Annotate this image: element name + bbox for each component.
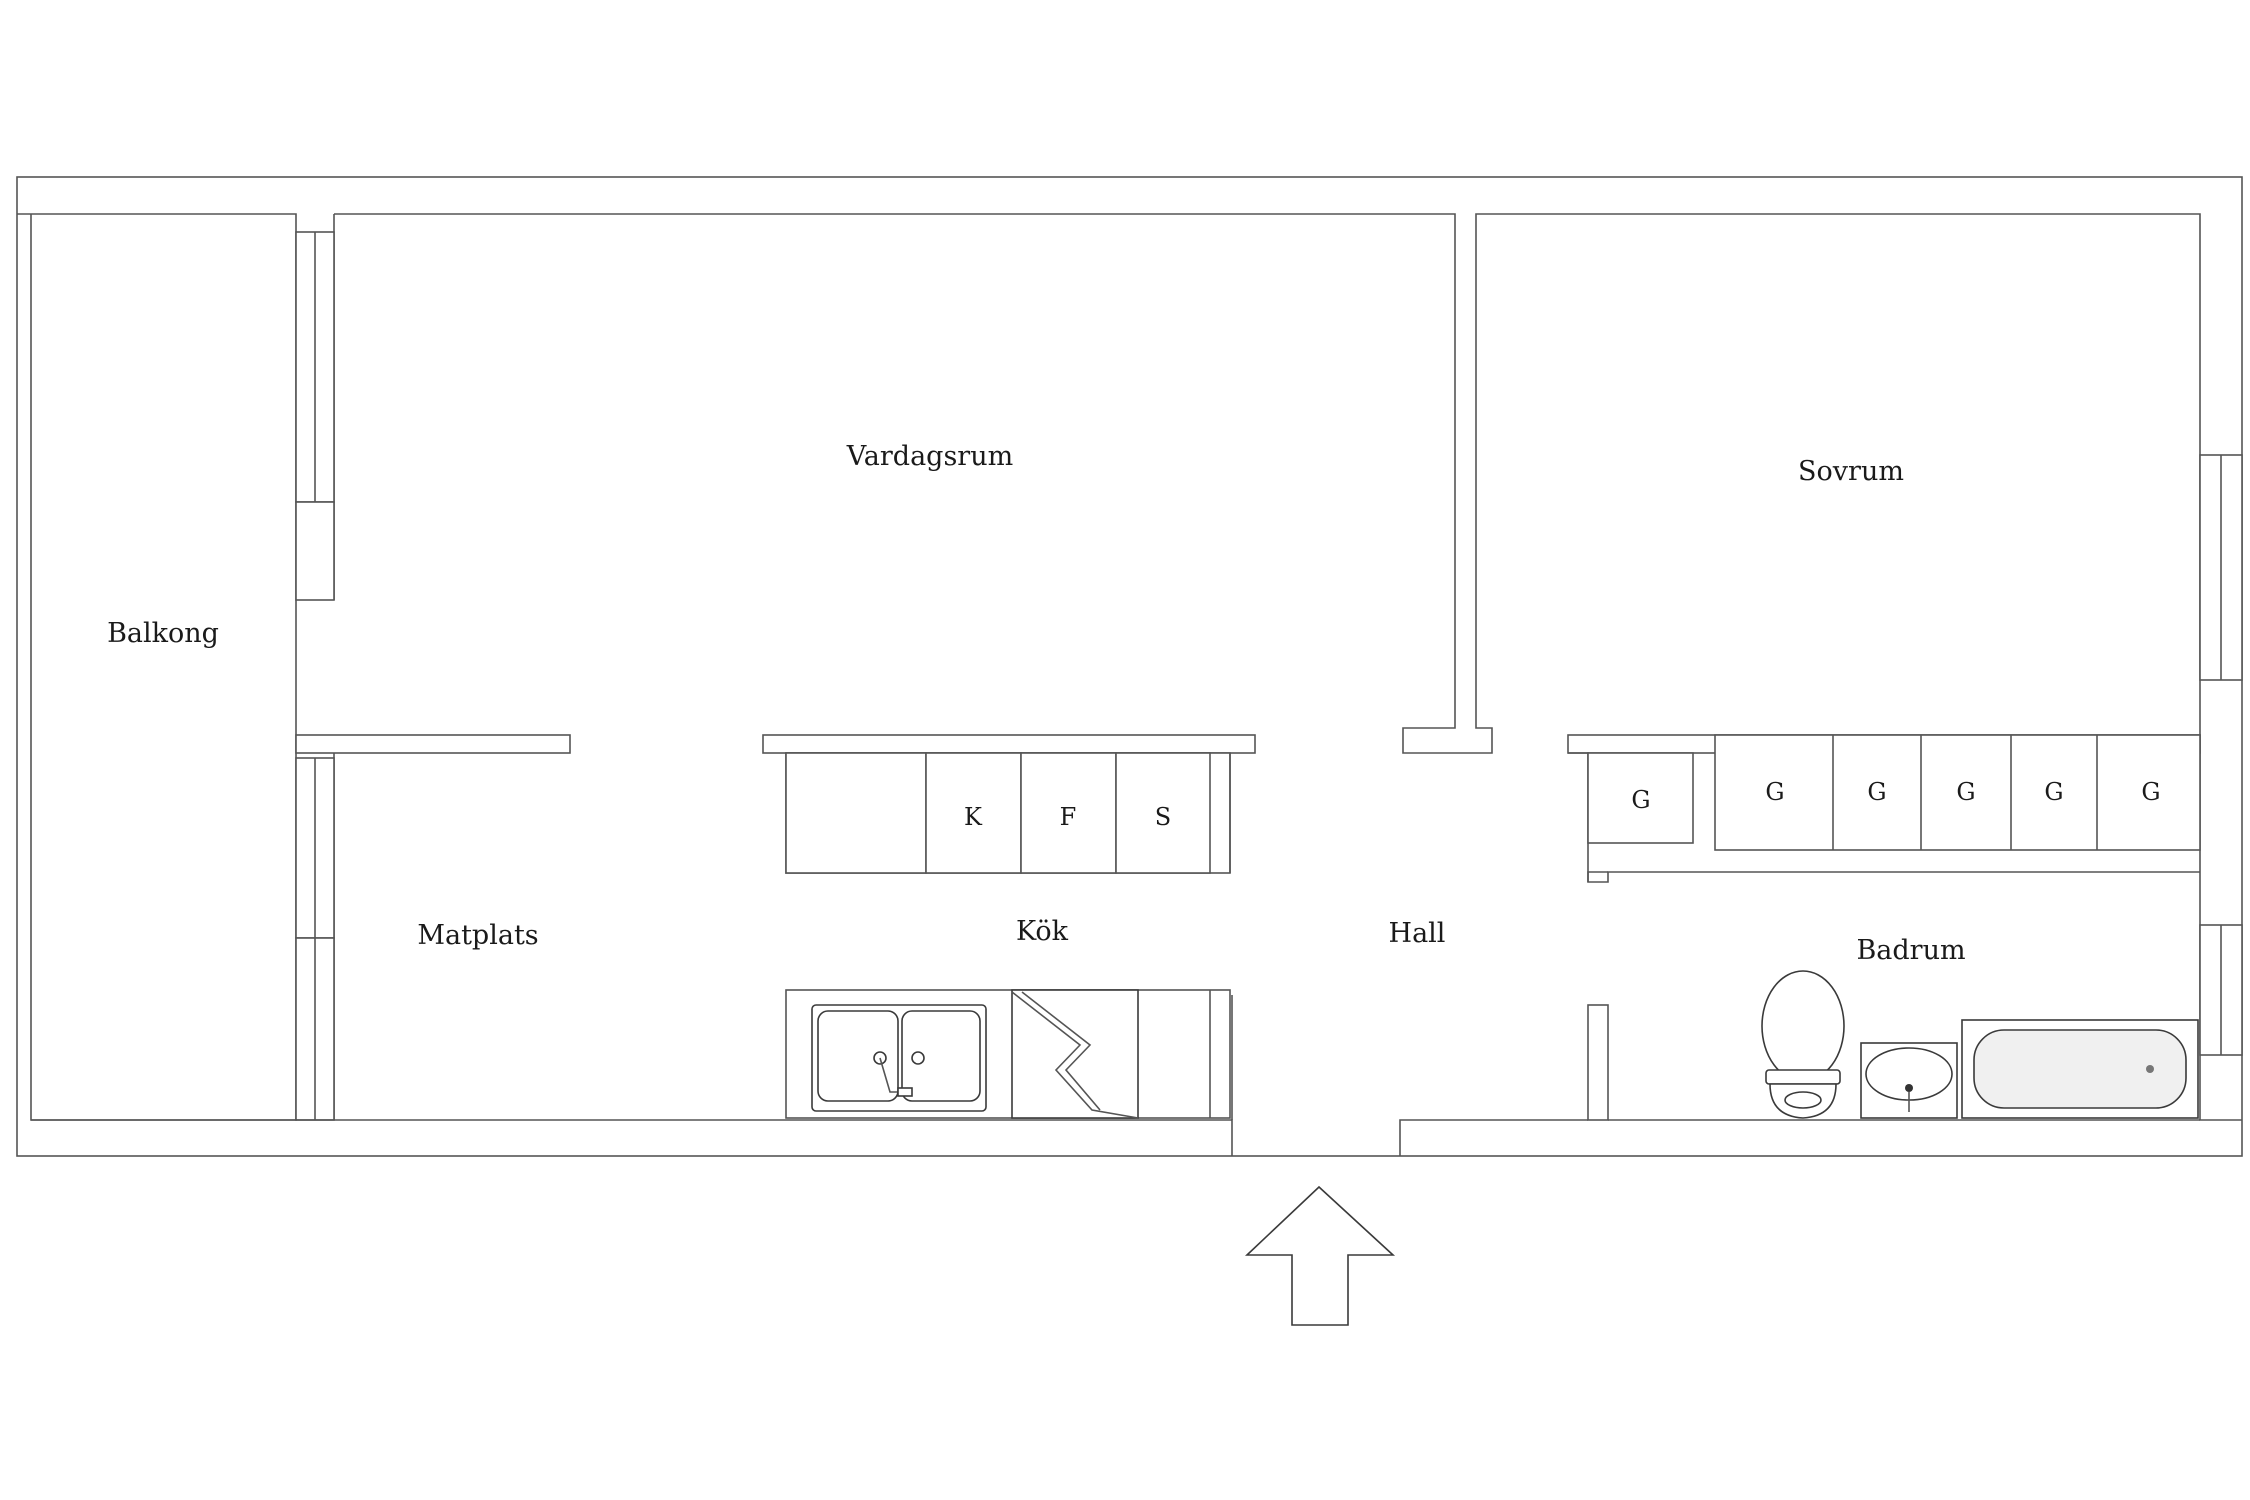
room-label-hall: Hall bbox=[1389, 918, 1446, 949]
windows-left bbox=[295, 231, 335, 1121]
room-label-badrum: Badrum bbox=[1856, 935, 1965, 966]
stove-icon bbox=[1011, 989, 1139, 1119]
wardrobe-label: G bbox=[1765, 778, 1784, 806]
room-label-balkong: Balkong bbox=[107, 618, 219, 649]
kitchen-upper-cabinets: K F S bbox=[785, 752, 1231, 874]
cabinet-label-s: S bbox=[1155, 803, 1171, 831]
room-label-vardagsrum: Vardagsrum bbox=[846, 441, 1013, 472]
wardrobe-label: G bbox=[1956, 778, 1975, 806]
wardrobe-label: G bbox=[1867, 778, 1886, 806]
cabinet-label-f: F bbox=[1060, 803, 1077, 831]
windows-right bbox=[2199, 454, 2243, 1056]
wardrobe-label: G bbox=[2141, 778, 2160, 806]
bathroom-fixtures bbox=[1761, 970, 2199, 1119]
room-labels: Balkong Vardagsrum Sovrum Matplats Kök H… bbox=[107, 441, 1966, 966]
bathtub-icon bbox=[1961, 1019, 2199, 1119]
entrance-arrow-icon bbox=[1244, 1185, 1396, 1326]
kitchen-counter bbox=[785, 989, 1231, 1119]
double-sink-icon bbox=[811, 1004, 987, 1112]
toilet-icon bbox=[1761, 970, 1845, 1119]
wardrobe-label: G bbox=[1631, 786, 1650, 814]
washbasin-icon bbox=[1860, 1042, 1958, 1119]
wardrobes: G G G G G G bbox=[1587, 734, 2201, 851]
wardrobe-label: G bbox=[2044, 778, 2063, 806]
room-label-matplats: Matplats bbox=[417, 920, 538, 951]
room-label-kok: Kök bbox=[1016, 916, 1069, 947]
cabinet-label-k: K bbox=[964, 803, 983, 831]
room-label-sovrum: Sovrum bbox=[1798, 456, 1904, 487]
